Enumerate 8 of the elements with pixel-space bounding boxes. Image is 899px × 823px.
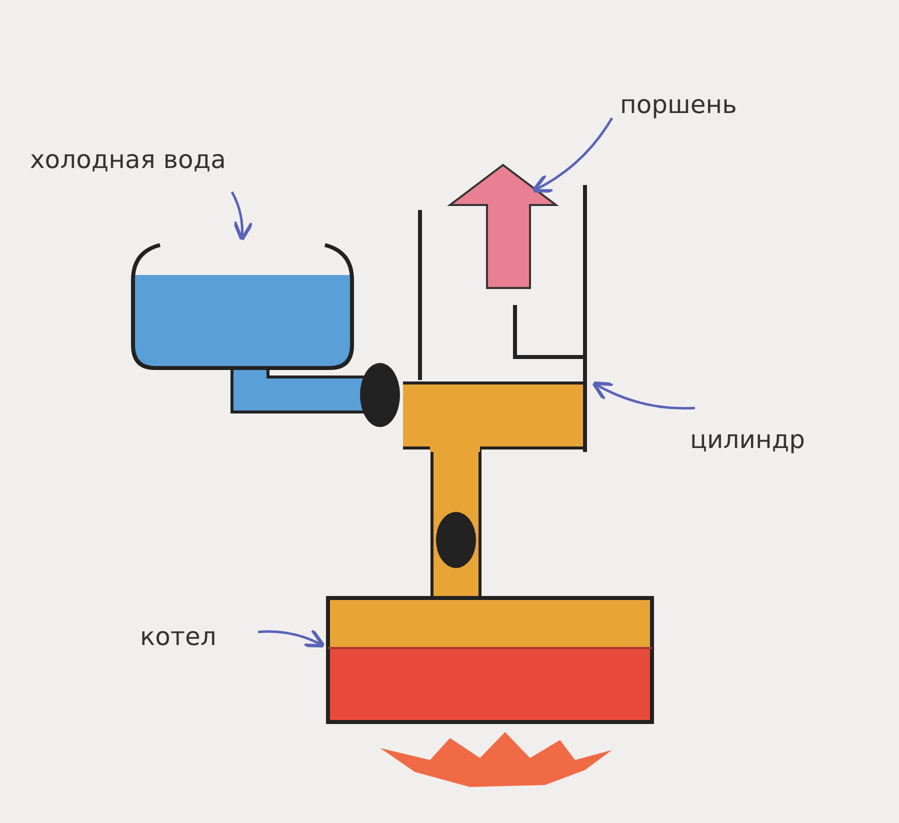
leader-line — [258, 628, 326, 648]
part-label: холодная вода — [30, 145, 226, 175]
part-label: котел — [140, 622, 216, 652]
part-label: цилиндр — [690, 425, 805, 455]
leader-line — [230, 191, 254, 242]
leader-line — [532, 117, 614, 193]
leader-line — [592, 381, 696, 410]
part-label: поршень — [620, 90, 737, 120]
